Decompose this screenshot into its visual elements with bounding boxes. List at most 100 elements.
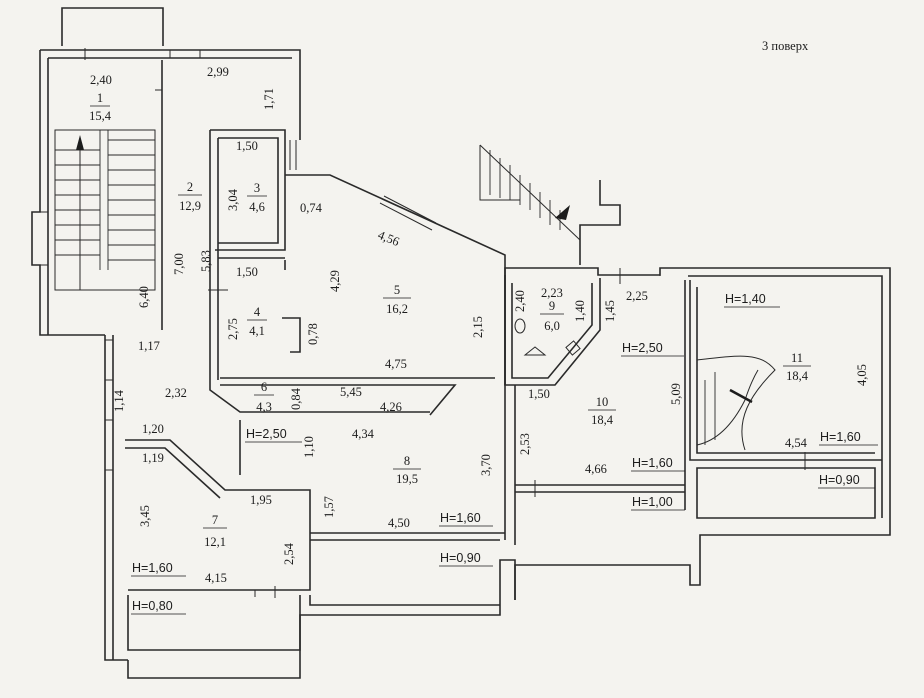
svg-text:18,4: 18,4 (591, 413, 614, 427)
dim: 2,32 (165, 386, 187, 400)
svg-text:18,4: 18,4 (786, 369, 809, 383)
dim: 2,54 (282, 542, 296, 565)
dim: 1,19 (142, 451, 164, 465)
svg-text:16,2: 16,2 (386, 302, 408, 316)
height: H=2,50 (246, 427, 287, 441)
room-7-label: 7 12,1 (203, 513, 227, 549)
curved-staircase (696, 355, 776, 451)
openings (40, 48, 806, 598)
dim: 7,00 (172, 253, 186, 275)
room-6-label: 6 4,3 (254, 380, 274, 414)
room-5-label: 5 16,2 (383, 283, 411, 316)
dim: 1,50 (528, 387, 550, 401)
dim: 2,99 (207, 65, 229, 79)
west-staircase (54, 129, 156, 291)
dim: 0,74 (300, 201, 323, 215)
room-8-label: 8 19,5 (393, 454, 421, 486)
dim: 1,50 (236, 265, 258, 279)
room-10-label: 10 18,4 (588, 395, 616, 427)
height: H=0,80 (132, 599, 173, 613)
height: H=1,60 (632, 456, 673, 470)
svg-text:4,1: 4,1 (249, 324, 265, 338)
height: H=1,40 (725, 292, 766, 306)
height-labels: H=1,40 H=2,50 H=2,50 H=1,60 H=1,60 H=0,9… (131, 292, 878, 615)
dim: 0,84 (289, 387, 303, 410)
dim: 4,26 (380, 400, 402, 414)
dim: 4,29 (328, 270, 342, 292)
svg-text:6,0: 6,0 (544, 319, 560, 333)
dim: 4,50 (388, 516, 410, 530)
height: H=1,00 (632, 495, 673, 509)
dim: 0,78 (306, 323, 320, 345)
dim: 2,25 (626, 289, 648, 303)
height: H=1,60 (440, 511, 481, 525)
dim: 1,57 (322, 496, 336, 518)
room-3-label: 3 4,6 (247, 181, 267, 214)
dim: 2,40 (513, 290, 527, 312)
dim: 1,95 (250, 493, 272, 507)
dim: 3,04 (226, 188, 240, 211)
dim: 4,56 (376, 228, 402, 249)
dim: 5,45 (340, 385, 362, 399)
ne-stair (479, 144, 581, 241)
dim: 3,45 (138, 505, 152, 527)
dim: 4,66 (585, 462, 607, 476)
dim: 1,20 (142, 422, 164, 436)
room-4-label: 4 4,1 (247, 305, 267, 338)
bathroom-fixtures (514, 318, 581, 356)
svg-text:12,9: 12,9 (179, 199, 201, 213)
dim: 1,71 (262, 88, 276, 110)
dim: 4,05 (855, 364, 869, 386)
dim: 2,40 (90, 73, 112, 87)
height: H=1,60 (820, 430, 861, 444)
dim: 1,50 (236, 139, 258, 153)
room-2-label: 2 12,9 (178, 180, 202, 213)
svg-text:7: 7 (212, 513, 218, 527)
svg-text:8: 8 (404, 454, 410, 468)
svg-text:10: 10 (596, 395, 609, 409)
svg-text:4,3: 4,3 (256, 400, 272, 414)
dim: 3,70 (479, 454, 493, 476)
dim: 1,17 (138, 339, 160, 353)
dim: 2,53 (518, 433, 532, 455)
dim: 6,40 (137, 286, 151, 308)
room-labels: 1 15,4 2 12,9 3 4,6 4 4,1 5 16,2 6 4,3 (89, 91, 811, 549)
svg-text:4,6: 4,6 (249, 200, 265, 214)
interior-walls (125, 60, 882, 591)
dim: 5,09 (669, 383, 683, 405)
dim: 1,45 (603, 300, 617, 322)
height: H=1,60 (132, 561, 173, 575)
room-9-label: 9 6,0 (540, 299, 564, 333)
svg-text:19,5: 19,5 (396, 472, 418, 486)
svg-text:11: 11 (791, 351, 803, 365)
dim: 4,15 (205, 571, 227, 585)
room-1-label: 1 15,4 (89, 91, 112, 123)
height: H=0,90 (440, 551, 481, 565)
dim: 1,40 (573, 300, 587, 322)
svg-text:9: 9 (549, 299, 555, 313)
dim: 4,54 (785, 436, 808, 450)
height: H=0,90 (819, 473, 860, 487)
svg-text:15,4: 15,4 (89, 109, 112, 123)
dim: 1,10 (302, 436, 316, 458)
svg-text:4: 4 (254, 305, 261, 319)
dim: 4,34 (352, 427, 375, 441)
svg-text:12,1: 12,1 (204, 535, 226, 549)
stair-arrow-icon (555, 205, 570, 220)
outer-walls (31, 7, 891, 679)
stair-arrow-icon (76, 135, 84, 150)
svg-text:2: 2 (187, 180, 193, 194)
dim: 2,75 (226, 318, 240, 340)
height: H=2,50 (622, 341, 663, 355)
dimension-labels: 2,40 2,99 1,71 1,50 3,04 0,74 4,56 5,83 … (90, 65, 869, 585)
room-11-label: 11 18,4 (783, 351, 811, 383)
dim: 1,14 (112, 389, 126, 412)
svg-text:5: 5 (394, 283, 400, 297)
dim: 5,83 (199, 250, 213, 272)
floor-label: 3 поверх (762, 39, 809, 53)
dim: 4,75 (385, 357, 407, 371)
dim: 2,15 (471, 316, 485, 338)
svg-text:6: 6 (261, 380, 267, 394)
svg-text:1: 1 (97, 91, 103, 105)
